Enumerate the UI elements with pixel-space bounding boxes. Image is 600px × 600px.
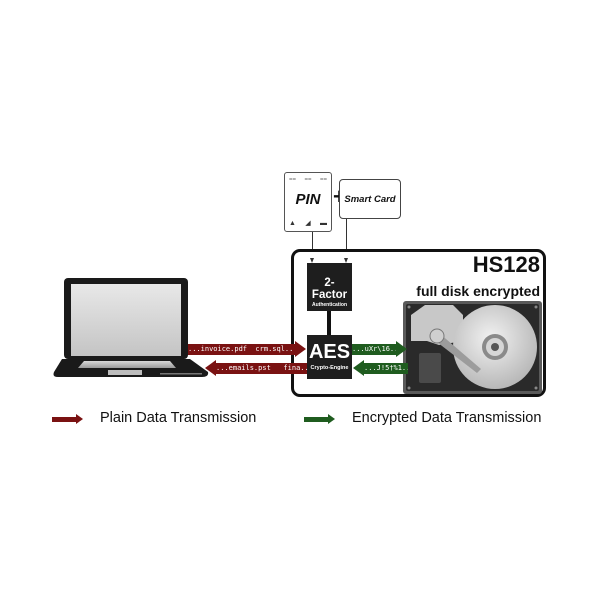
aes-title: AES [308,341,351,363]
aes-subtitle: Crypto-Engine [310,365,349,371]
encrypted-data-arrow-to-disk: ...uXr\16... [352,341,407,357]
pin-connector-line [312,232,313,263]
keypad-bottom-keys: ▲ ◢ ▬ [289,220,327,227]
laptop-icon [53,278,209,377]
pin-keypad: == == == PIN ▲ ◢ ▬ [284,172,332,232]
device-title: HS128 [472,252,540,277]
two-factor-title: 2-Factor [311,277,348,301]
smart-card-label: Smart Card [344,193,396,205]
encrypted-to-disk-text: ...uXr\16... [352,344,396,355]
pin-label: PIN [295,191,321,208]
arrowhead-right-icon [295,341,306,357]
plain-data-to-device-text: ...invoice.pdf crm.sql... [188,344,295,355]
encrypted-data-arrow-to-aes: ...J!5†%1... [353,360,408,376]
plain-data-to-computer-text: ...emails.pst fina... [216,363,307,374]
hard-disk-icon [403,301,542,394]
arrowhead-left-icon [353,360,364,376]
legend-plain-label: Plain Data Transmission [100,410,257,426]
plain-data-arrow-to-device: ...invoice.pdf crm.sql... [188,341,306,357]
auth-to-aes-link [327,311,331,335]
arrowhead-right-icon [396,341,407,357]
smartcard-connector-line [346,219,347,263]
arrowhead-left-icon [205,360,216,376]
plain-data-arrow-to-computer: ...emails.pst fina... [205,360,307,376]
smart-card-icon: Smart Card [339,179,401,219]
keypad-top-keys: == == == [289,177,327,183]
aes-crypto-engine-box: AES Crypto-Engine [307,335,352,379]
pin-arrowhead [310,258,314,263]
legend-encrypted-label: Encrypted Data Transmission [352,410,542,426]
encrypted-to-aes-text: ...J!5†%1... [364,363,408,374]
two-factor-subtitle: Authentication [312,302,347,308]
device-subtitle: full disk encrypted [416,283,540,299]
two-factor-auth-box: 2-Factor Authentication [307,263,352,311]
smartcard-arrowhead [344,258,348,263]
